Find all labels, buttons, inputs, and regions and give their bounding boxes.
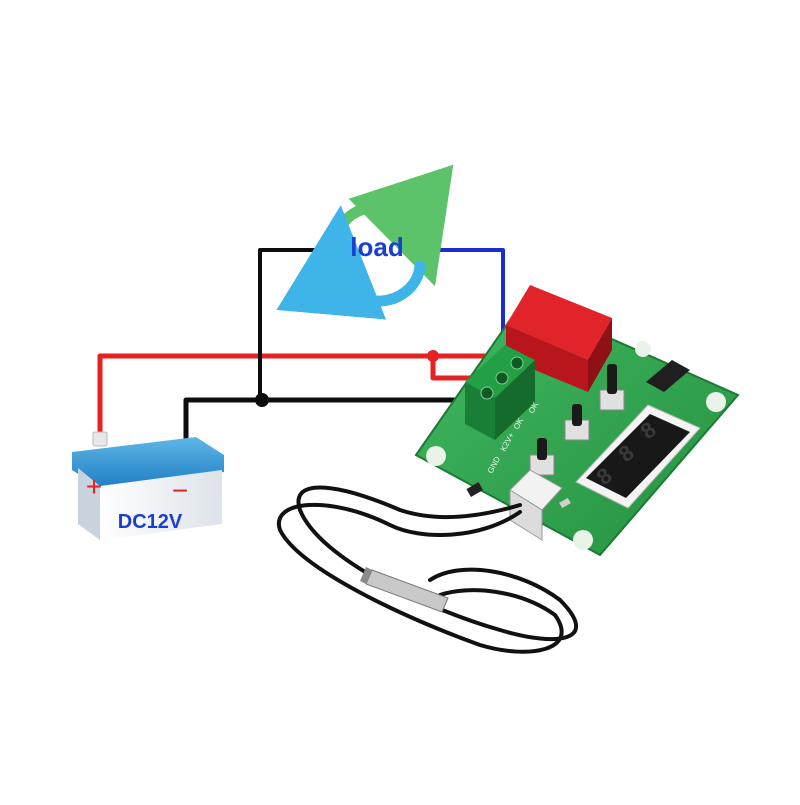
mounting-hole — [573, 530, 593, 550]
battery: + − DC12V — [72, 431, 224, 540]
led-display: 8 8 8 — [575, 404, 701, 509]
load-arrow-green-icon — [334, 164, 454, 287]
terminal-screw — [510, 356, 524, 370]
terminal-screw — [480, 386, 494, 400]
board-buttons — [529, 364, 625, 476]
mounting-hole — [426, 446, 446, 466]
battery-body-front — [100, 470, 222, 540]
black-wire-load — [258, 248, 335, 400]
terminal-screw — [495, 371, 509, 385]
black-wire — [183, 397, 462, 452]
battery-positive-terminal — [92, 431, 108, 447]
relay — [506, 285, 612, 392]
terminal-block — [465, 345, 535, 440]
battery-minus-symbol: − — [172, 475, 188, 506]
red-wire — [97, 353, 488, 437]
mounting-hole — [706, 392, 726, 412]
thermostat-board: GND K2V+ OK OK 8 8 8 — [414, 285, 740, 557]
mounting-hole — [635, 341, 651, 357]
red-junction — [427, 350, 439, 362]
battery-body — [78, 468, 100, 540]
set-button[interactable] — [529, 438, 555, 476]
down-button[interactable] — [599, 364, 625, 411]
up-button[interactable] — [564, 404, 590, 441]
ntc-probe-cable — [276, 485, 578, 654]
smd-component — [466, 482, 484, 497]
load-label: load — [350, 232, 403, 262]
smd-component — [559, 497, 571, 509]
battery-voltage-label: DC12V — [118, 511, 183, 533]
black-junction — [255, 393, 269, 407]
sensor-connector — [509, 469, 563, 541]
load-arrow-blue-icon — [276, 205, 426, 320]
load-symbol: load — [276, 164, 454, 320]
blue-wire — [420, 248, 505, 345]
ic-chip — [646, 360, 690, 392]
battery-plus-symbol: + — [86, 471, 102, 502]
ntc-probe — [360, 567, 449, 613]
